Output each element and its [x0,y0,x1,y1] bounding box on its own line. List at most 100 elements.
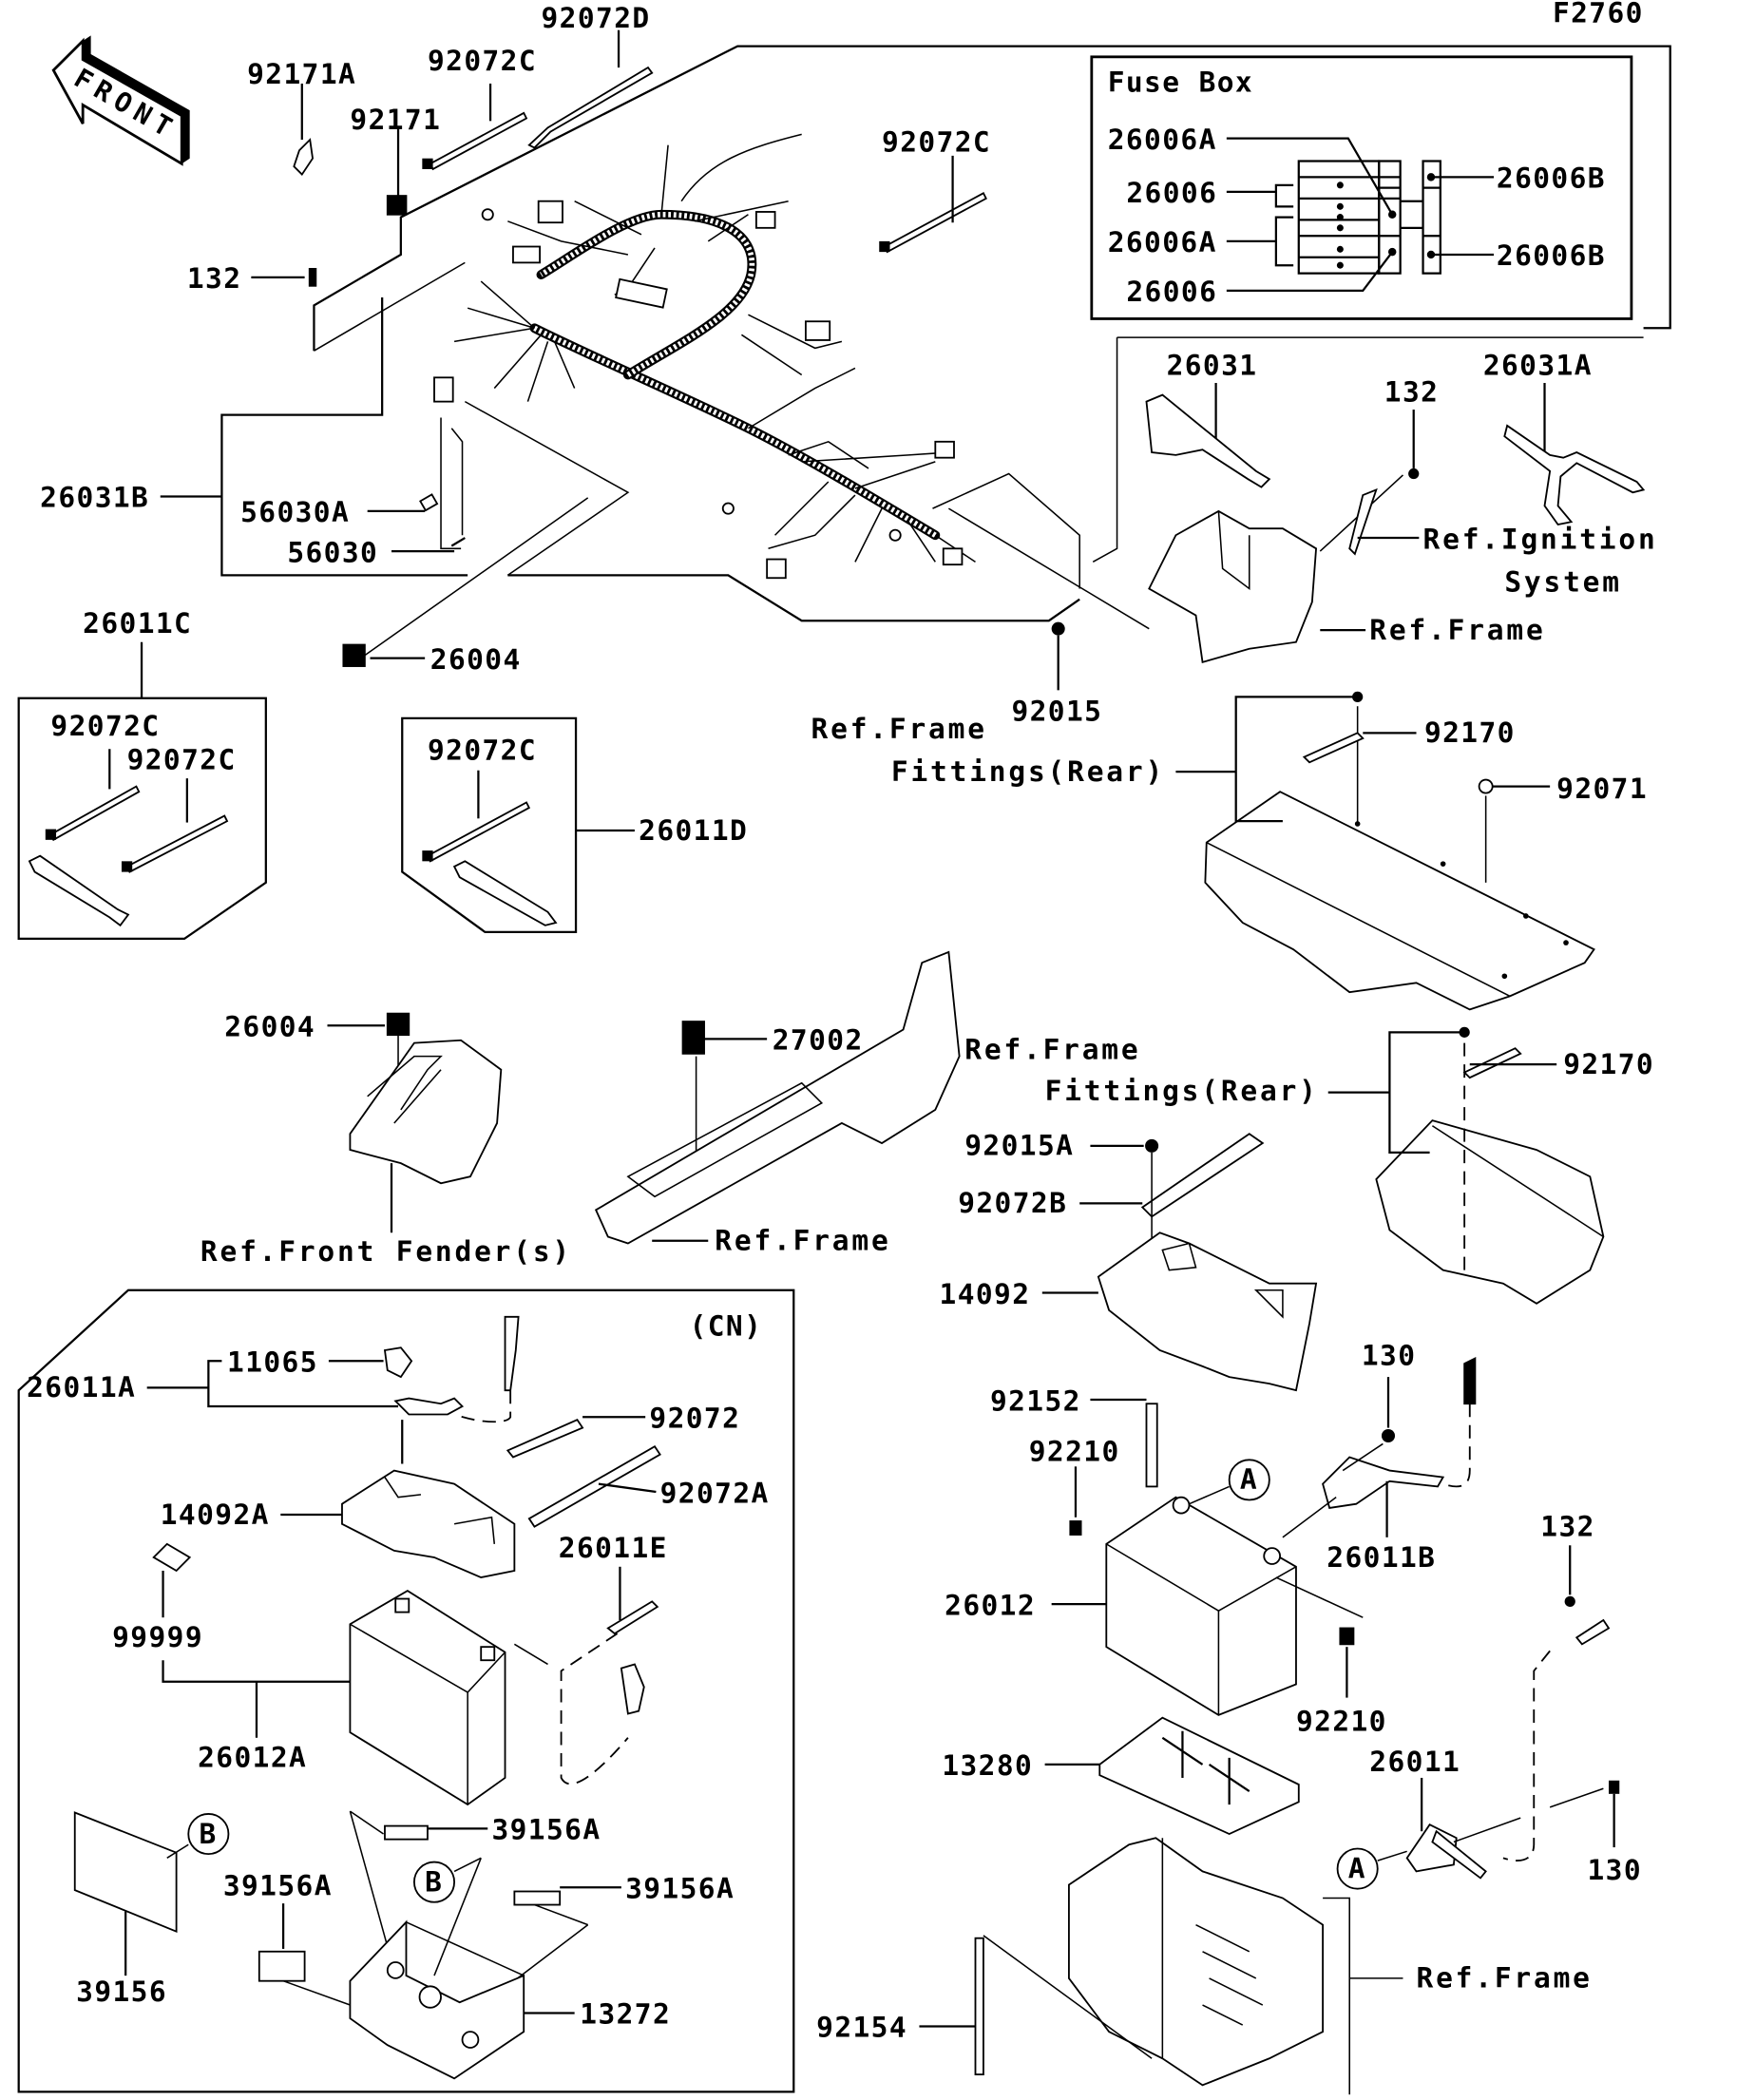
part-label[interactable]: 56030A [240,496,350,528]
part-label[interactable]: 13280 [942,1749,1033,1782]
kit-26011c: 26011C 92072C 92072C [17,607,267,941]
part-label[interactable]: 92072B [958,1187,1067,1219]
figure-code: F2760 [1553,0,1644,29]
tie-92072c-icon [422,111,528,171]
ref-front-fender-label: Ref.Front Fender(s) [200,1235,572,1268]
front-arrow-icon: FRONT [51,35,190,166]
part-label[interactable]: 26012 [945,1589,1036,1621]
fuse-label[interactable]: 26006 [1126,276,1217,308]
part-label[interactable]: 14092 [940,1278,1031,1310]
ref-fittings-rear-label: Fittings(Rear) [891,755,1165,788]
part-label[interactable]: 92152 [990,1384,1081,1417]
part-label[interactable]: 130 [1362,1339,1417,1371]
part-label[interactable]: 92170 [1424,716,1516,749]
part-label[interactable]: 92072D [541,2,650,34]
rear-fittings-mid: Fittings(Rear) 92170 [1045,1026,1654,1305]
part-label[interactable]: 56030 [287,536,378,568]
tie-92072d-icon [527,66,654,149]
ref-frame-label: Ref.Frame [964,1033,1140,1065]
part-label[interactable]: 92154 [816,2012,907,2044]
part-label[interactable]: 132 [1540,1510,1595,1542]
clamp-92171-icon [386,195,408,216]
part-label[interactable]: 11065 [227,1346,318,1378]
part-label[interactable]: 92170 [1563,1048,1654,1080]
part-label[interactable]: 27002 [773,1024,864,1057]
part-label[interactable]: 99999 [112,1621,203,1653]
part-label[interactable]: 92072C [428,45,537,77]
callout-a: A [1240,1463,1258,1496]
part-label[interactable]: 39156 [76,1976,167,2008]
fuse-label[interactable]: 26006B [1497,162,1606,195]
part-label[interactable]: 92210 [1296,1706,1387,1738]
bolt-132-icon [308,268,317,287]
part-label: 92071 [1556,773,1648,805]
part-label[interactable]: 92015 [1011,696,1102,728]
fuse-label[interactable]: 26006B [1497,239,1606,272]
nut-92015-icon [1051,621,1065,691]
fuse-label[interactable]: 26006A [1108,124,1217,156]
part-label[interactable]: 92072 [649,1403,740,1435]
part-label[interactable]: 39156A [223,1870,333,1902]
callout-a: A [1348,1852,1366,1884]
wire-harness [433,133,976,580]
part-label[interactable]: 92072C [428,734,537,766]
front-fender-section: 26004 Ref.Front Fender(s) [200,1011,572,1268]
callout-b: B [425,1865,443,1898]
region-tag: (CN) [690,1310,763,1343]
kit-title[interactable]: 26011C [83,607,192,640]
ref-ignition-system-line2: System [1504,565,1622,598]
part-label[interactable]: 26011A [27,1371,136,1403]
kit-title[interactable]: 26011D [639,814,748,847]
ref-fittings-rear-label: Fittings(Rear) [1045,1075,1319,1107]
frame-section: 27002 Ref.Frame Ref.Frame [594,950,1140,1257]
ref-frame-label: Ref.Frame [715,1225,890,1257]
fuse-block-icon [1297,160,1441,275]
battery-section: A A [816,1130,1643,2095]
ref-frame-label: Ref.Frame [1417,1962,1593,1995]
harness-labels: 92072D 92072C 92171A 92171 132 92072C 26… [40,2,1102,728]
part-label[interactable]: 14092A [161,1499,270,1531]
fuse-label[interactable]: 26006 [1126,177,1217,209]
callout-b: B [200,1818,218,1850]
part-label[interactable]: 92072A [660,1477,770,1509]
part-label[interactable]: 26031A [1483,350,1593,382]
part-label[interactable]: 26012A [198,1742,307,1774]
part-label[interactable]: 92072C [127,743,237,775]
part-label[interactable]: 26011 [1369,1746,1460,1778]
part-label[interactable]: 92171A [247,58,356,90]
ignition-section: 26031 132 26031A Ref.Ignition System Ref… [1145,350,1658,663]
fuse-label[interactable]: 26006A [1108,226,1217,258]
cn-section: (CN) 26011A 11065 92072 92072A 14092A 26… [17,1289,795,2093]
fuse-box-panel: Fuse Box [1090,55,1633,320]
ref-ignition-system: Ref.Ignition [1423,523,1658,555]
part-label[interactable]: 132 [187,262,242,295]
part-label[interactable]: 26031B [40,482,149,514]
part-label[interactable]: 130 [1588,1854,1643,1886]
clip-56030-icon [450,537,466,547]
part-label[interactable]: 92171 [350,104,441,136]
part-label[interactable]: 132 [1384,376,1440,409]
part-label[interactable]: 13272 [580,1998,671,2031]
part-label[interactable]: 39156A [491,1814,601,1846]
clip-92171a-icon [293,138,314,177]
part-label[interactable]: 26011B [1327,1541,1436,1574]
part-label[interactable]: 26011E [559,1532,668,1564]
grommet-56030a-icon [419,493,439,512]
part-label[interactable]: 26004 [224,1011,315,1043]
part-label[interactable]: 92210 [1029,1436,1120,1468]
leader-lines-top [160,29,954,659]
part-label[interactable]: 92072C [882,126,991,159]
ref-frame-label: Ref.Frame [811,713,987,745]
connector-26004-icon [342,643,366,667]
part-label[interactable]: 26031 [1167,350,1258,382]
part-label[interactable]: 92072C [50,710,160,742]
ref-frame-label: Ref.Frame [1369,614,1545,646]
kit-26011d: 26011D 92072C [401,716,748,933]
part-label[interactable]: 26004 [430,643,522,676]
part-label[interactable]: 92015A [964,1130,1074,1162]
part-label[interactable]: 39156A [625,1873,735,1905]
rear-fittings-top: Ref.Frame Fittings(Rear) 92170 92071 [811,691,1648,1011]
main-harness-outline [220,45,1671,659]
